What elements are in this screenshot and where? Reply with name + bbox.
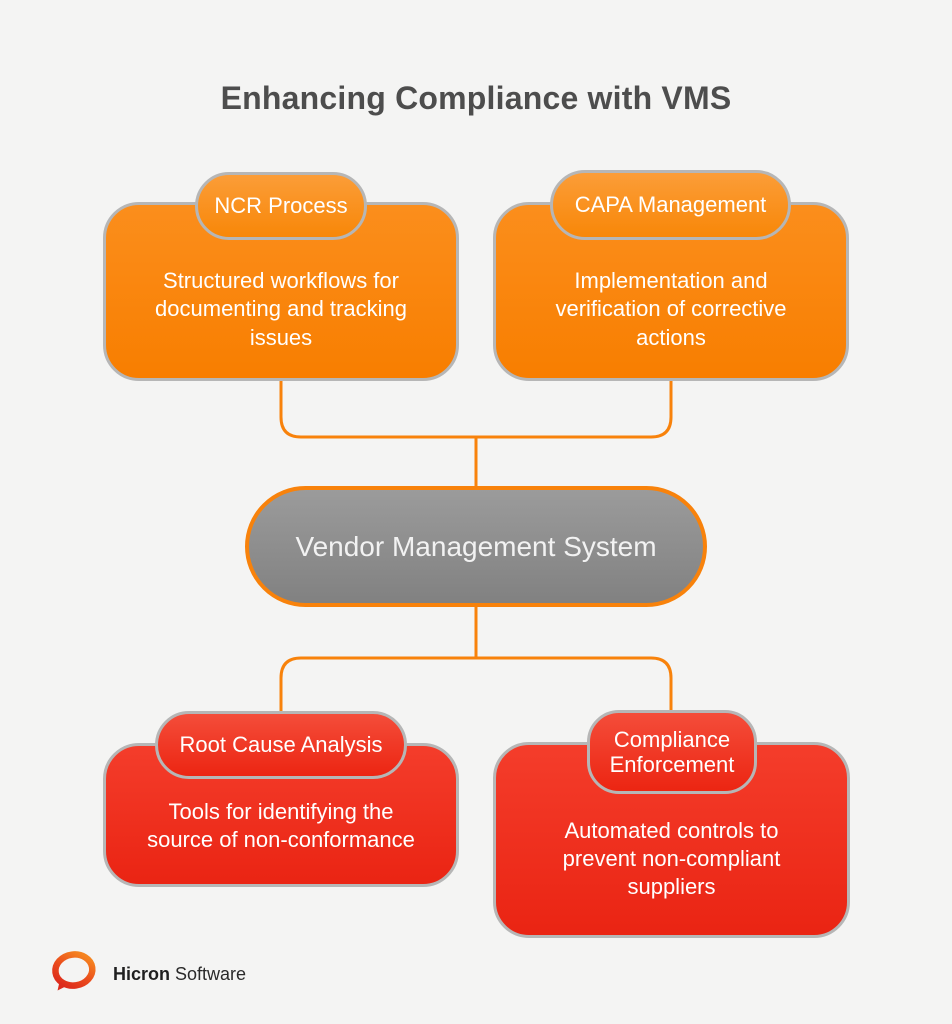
root-cause-analysis-label: Root Cause Analysis	[179, 732, 383, 758]
node-vendor-management-system: Vendor Management System	[245, 486, 707, 607]
capa-management-body: Implementation and verification of corre…	[555, 268, 787, 350]
brand-text-bold: Hicron	[113, 964, 171, 984]
capa-management-label-pill: CAPA Management	[550, 170, 791, 240]
brand-text: Hicron Software	[113, 964, 246, 985]
connector-bottom-bracket	[279, 656, 673, 716]
connector-top-bracket	[279, 375, 673, 439]
footer-brand: Hicron Software	[50, 950, 246, 999]
capa-management-label: CAPA Management	[574, 192, 767, 218]
compliance-enforcement-label-pill: Compliance Enforcement	[587, 710, 757, 794]
ncr-process-body: Structured workflows for documenting and…	[155, 268, 407, 350]
ncr-process-label-pill: NCR Process	[195, 172, 367, 240]
compliance-enforcement-label: Compliance Enforcement	[609, 726, 735, 777]
hicron-ring-logo-icon	[50, 950, 98, 999]
brand-text-regular: Software	[175, 964, 247, 984]
vendor-management-system-label: Vendor Management System	[295, 530, 657, 562]
root-cause-analysis-body: Tools for identifying the source of non-…	[147, 798, 415, 852]
ncr-process-label: NCR Process	[214, 193, 348, 219]
compliance-enforcement-body: Automated controls to prevent non-compli…	[562, 817, 781, 900]
root-cause-analysis-label-pill: Root Cause Analysis	[155, 711, 407, 779]
page-title: Enhancing Compliance with VMS	[220, 80, 732, 116]
